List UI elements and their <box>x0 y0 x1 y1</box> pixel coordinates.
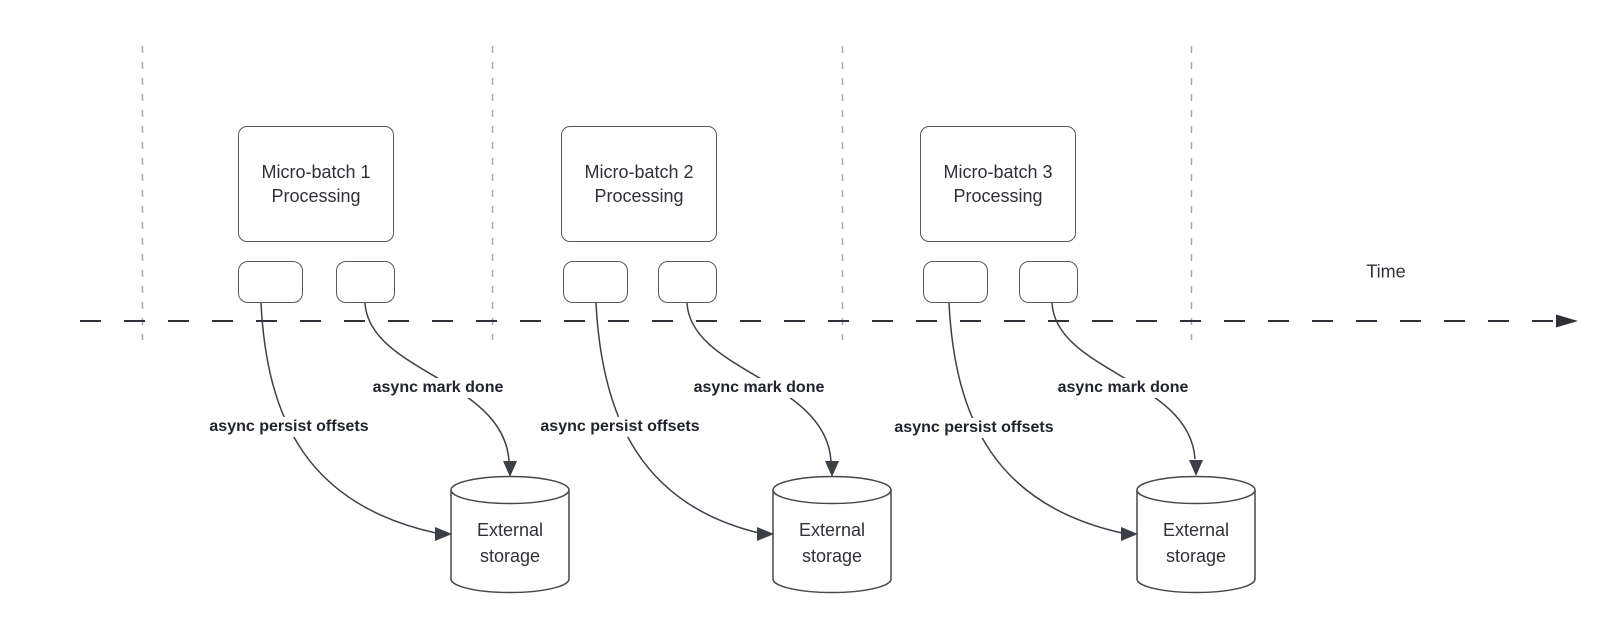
persist-offsets-arrowhead-icon-2 <box>757 527 774 541</box>
external-storage-label-3: External storage <box>1163 517 1229 569</box>
storage-cylinder-body-1 <box>450 490 570 594</box>
time-axis-label: Time <box>1366 261 1406 282</box>
persist-offsets-arrow-1 <box>260 302 437 534</box>
mark-done-label-1: async mark done <box>368 378 508 398</box>
storage-cylinder-top-2 <box>772 475 892 505</box>
microbatch-2-title-line2: Processing <box>594 186 684 206</box>
external-storage-label-1: External storage <box>477 517 543 569</box>
persist-offsets-arrow-2 <box>595 302 760 534</box>
persist-offsets-arrow-3 <box>948 302 1123 534</box>
external-storage-label-1-line1: External <box>476 520 544 540</box>
microbatch-1-done-task-box <box>336 261 395 303</box>
microbatch-1-title-line2: Processing <box>271 186 361 206</box>
external-storage-label-3-line2: storage <box>1165 546 1227 566</box>
storage-cylinder-top-1 <box>450 475 570 505</box>
microbatch-2-done-task-box <box>658 261 717 303</box>
persist-offsets-label-3: async persist offsets <box>890 418 1058 438</box>
mark-done-arrow-2 <box>686 302 832 462</box>
persist-offsets-label-2: async persist offsets <box>536 417 704 437</box>
storage-cylinder-body-3 <box>1136 490 1256 594</box>
time-axis-arrowhead-icon <box>1556 314 1578 328</box>
microbatch-1-title-line1: Micro-batch 1 <box>261 162 371 182</box>
microbatch-3-persist-task-box <box>923 261 988 303</box>
external-storage-label-2: External storage <box>799 517 865 569</box>
mark-done-arrow-1 <box>364 302 510 462</box>
persist-offsets-arrowhead-icon-1 <box>435 527 452 541</box>
persist-offsets-arrowhead-icon-3 <box>1121 527 1138 541</box>
microbatch-3-title-line1: Micro-batch 3 <box>943 162 1053 182</box>
microbatch-2-persist-task-box <box>563 261 628 303</box>
microbatch-2-title-line1: Micro-batch 2 <box>584 162 694 182</box>
mark-done-label-3: async mark done <box>1053 378 1193 398</box>
persist-offsets-label-1: async persist offsets <box>205 417 373 437</box>
external-storage-label-2-line1: External <box>798 520 866 540</box>
external-storage-label-2-line2: storage <box>801 546 863 566</box>
mark-done-arrowhead-icon-3 <box>1189 460 1203 476</box>
microbatch-3-processing-box: Micro-batch 3 Processing <box>920 126 1076 242</box>
external-storage-label-3-line1: External <box>1162 520 1230 540</box>
microbatch-3-title-line2: Processing <box>953 186 1043 206</box>
microbatch-1-processing-box: Micro-batch 1 Processing <box>238 126 394 242</box>
mark-done-arrow-3 <box>1051 302 1196 460</box>
storage-cylinder-top-3 <box>1136 475 1256 505</box>
microbatch-1-persist-task-box <box>238 261 303 303</box>
storage-cylinder-body-2 <box>772 490 892 594</box>
external-storage-label-1-line2: storage <box>479 546 541 566</box>
microbatch-2-processing-box: Micro-batch 2 Processing <box>561 126 717 242</box>
microbatch-3-done-task-box <box>1019 261 1078 303</box>
mark-done-arrowhead-icon-2 <box>825 461 839 477</box>
mark-done-label-2: async mark done <box>689 378 829 398</box>
mark-done-arrowhead-icon-1 <box>503 461 517 477</box>
